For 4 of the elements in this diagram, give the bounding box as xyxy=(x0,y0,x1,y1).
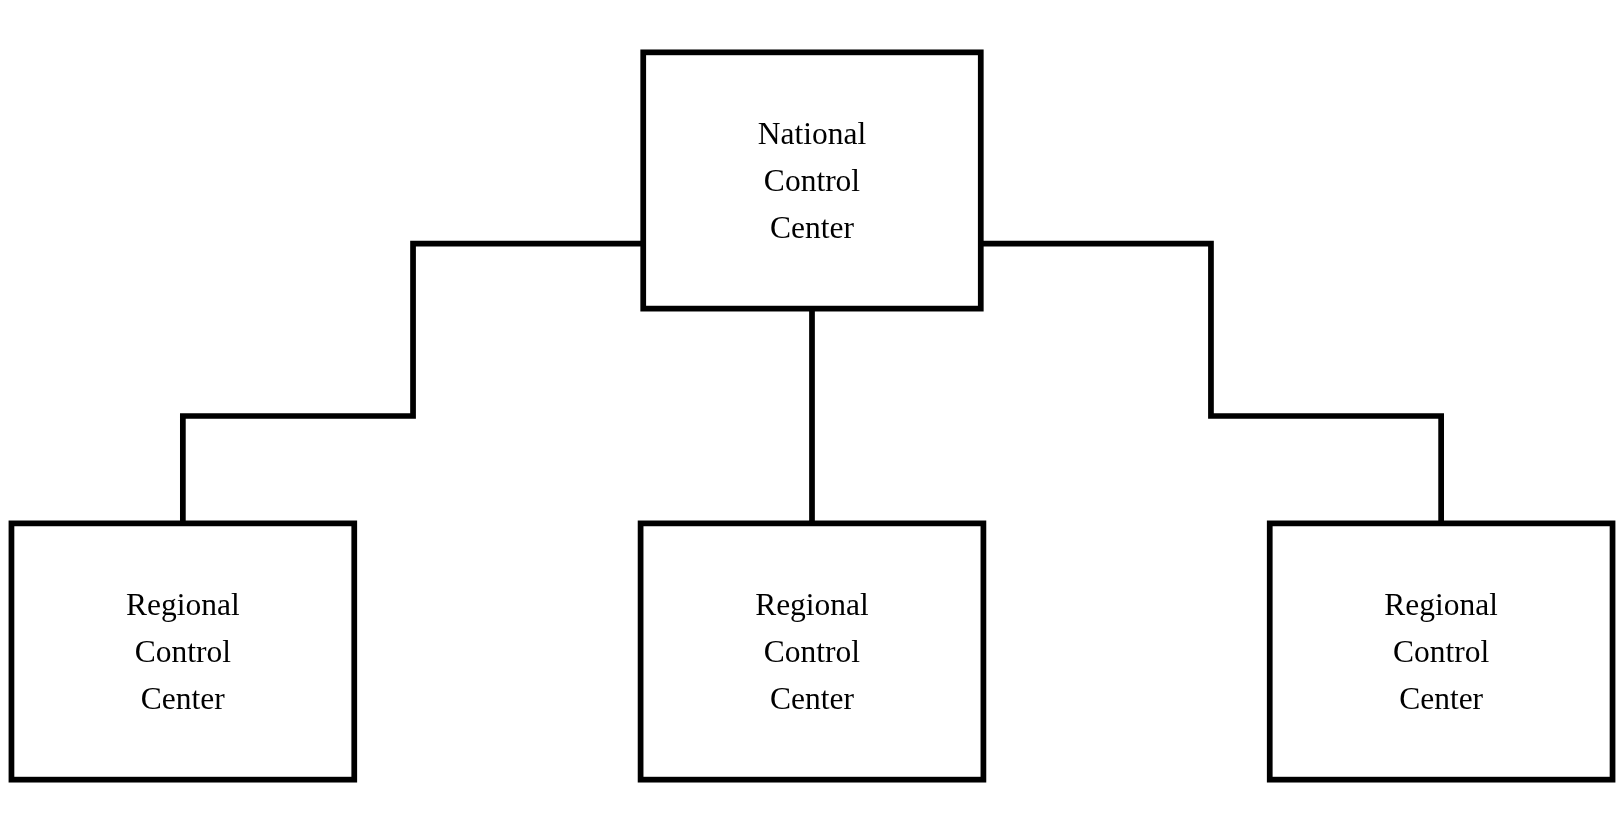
node-box: Regional Control Center xyxy=(637,520,987,783)
node-box: Regional Control Center xyxy=(1266,520,1616,783)
node-box: National Control Center xyxy=(640,49,984,312)
node-box: Regional Control Center xyxy=(8,520,358,783)
